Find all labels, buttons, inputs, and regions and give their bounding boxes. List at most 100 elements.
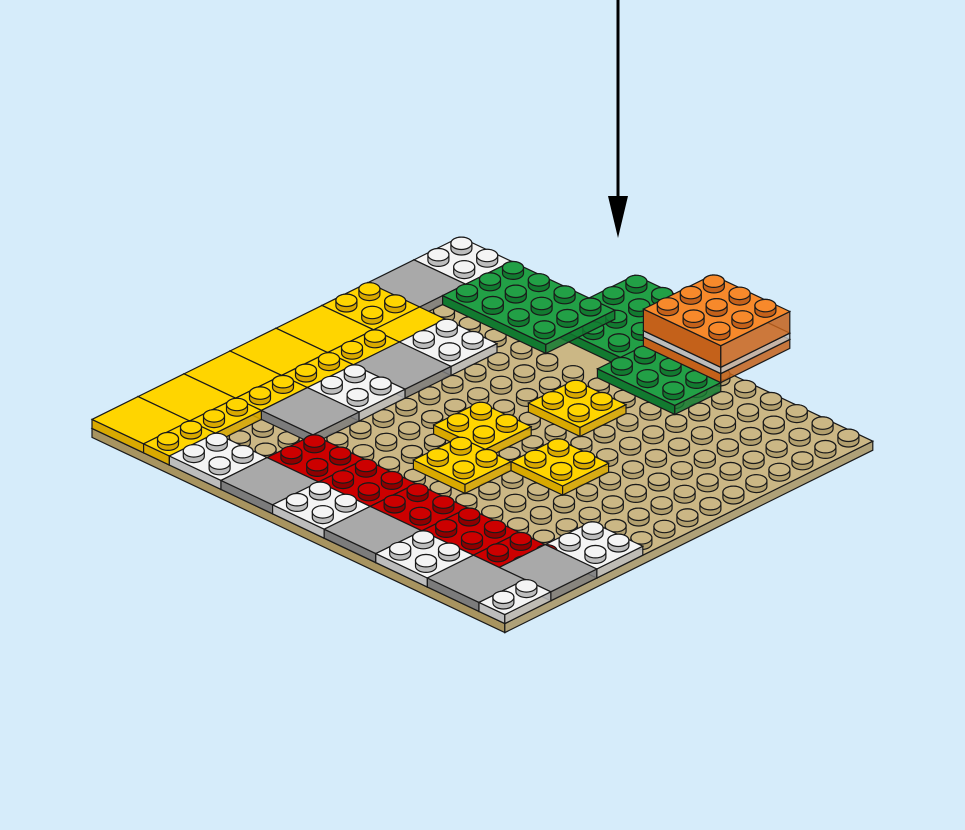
stud-icon [436, 319, 457, 337]
stud-icon [663, 382, 684, 400]
stud-icon [534, 321, 555, 339]
stud-icon [574, 451, 595, 469]
stud-icon [709, 322, 730, 340]
stud-icon [789, 428, 810, 446]
stud-icon [680, 286, 701, 304]
stud-icon [625, 485, 646, 503]
stud-icon [516, 580, 537, 598]
stud-icon [738, 404, 759, 422]
stud-icon [677, 509, 698, 527]
stud-icon [356, 459, 377, 477]
stud-icon [609, 334, 630, 352]
stud-icon [158, 433, 179, 451]
stud-icon [310, 482, 331, 500]
stud-icon [347, 389, 368, 407]
stud-icon [436, 520, 457, 538]
stud-icon [365, 330, 386, 348]
stud-icon [554, 286, 575, 304]
stud-icon [503, 262, 524, 280]
stud-icon [669, 438, 690, 456]
stud-icon [651, 497, 672, 515]
stud-icon [786, 405, 807, 423]
stud-icon [582, 522, 603, 540]
stud-icon [585, 546, 606, 564]
stud-icon [227, 398, 248, 416]
stud-icon [491, 376, 512, 394]
stud-icon [381, 472, 402, 490]
stud-icon [462, 332, 483, 350]
stud-icon [626, 275, 647, 293]
stud-icon [359, 283, 380, 301]
stud-icon [732, 311, 753, 329]
stud-icon [459, 508, 480, 526]
stud-icon [376, 433, 397, 451]
stud-icon [342, 341, 363, 359]
stud-icon [428, 249, 449, 267]
stud-icon [183, 445, 204, 463]
stud-icon [273, 376, 294, 394]
stud-icon [439, 543, 460, 561]
stud-icon [399, 422, 420, 440]
stud-icon [729, 287, 750, 305]
stud-icon [485, 520, 506, 538]
stud-icon [559, 533, 580, 551]
stud-icon [637, 370, 658, 388]
stud-icon [766, 440, 787, 458]
stud-icon [433, 496, 454, 514]
stud-icon [296, 364, 317, 382]
stud-icon [603, 287, 624, 305]
stud-icon [462, 532, 483, 550]
stud-icon [838, 429, 859, 447]
stud-icon [510, 533, 531, 551]
stud-icon [451, 237, 472, 255]
stud-icon [591, 393, 612, 411]
stud-icon [706, 299, 727, 317]
stud-icon [528, 274, 549, 292]
stud-icon [476, 450, 497, 468]
stud-icon [674, 485, 695, 503]
stud-icon [250, 387, 271, 405]
stud-icon [792, 452, 813, 470]
stud-icon [505, 494, 526, 512]
stud-icon [232, 446, 253, 464]
stud-icon [457, 284, 478, 302]
stud-icon [602, 496, 623, 514]
stud-icon [548, 439, 569, 457]
stud-icon [743, 451, 764, 469]
stud-icon [370, 377, 391, 395]
stud-icon [557, 310, 578, 328]
stud-icon [477, 249, 498, 267]
stud-icon [505, 285, 526, 303]
stud-icon [471, 402, 492, 420]
stud-icon [643, 426, 664, 444]
stud-icon [413, 331, 434, 349]
stud-icon [703, 275, 724, 293]
stud-icon [330, 447, 351, 465]
stud-icon [390, 542, 411, 560]
stud-icon [657, 298, 678, 316]
stud-icon [319, 353, 340, 371]
stud-icon [568, 404, 589, 422]
stud-icon [362, 306, 383, 324]
stud-icon [416, 555, 437, 573]
stud-icon [717, 439, 738, 457]
stud-icon [493, 591, 514, 609]
stud-icon [697, 474, 718, 492]
stud-icon [755, 299, 776, 317]
stud-icon [620, 437, 641, 455]
stud-icon [307, 459, 328, 477]
stud-icon [646, 450, 667, 468]
stud-icon [531, 297, 552, 315]
stud-icon [335, 494, 356, 512]
stud-icon [554, 495, 575, 513]
stud-icon [623, 461, 644, 479]
stud-icon [694, 450, 715, 468]
stud-icon [181, 421, 202, 439]
stud-icon [763, 416, 784, 434]
stud-icon [312, 506, 333, 524]
stud-icon [344, 365, 365, 383]
stud-icon [427, 449, 448, 467]
stud-icon [580, 298, 601, 316]
stud-icon [551, 463, 572, 481]
